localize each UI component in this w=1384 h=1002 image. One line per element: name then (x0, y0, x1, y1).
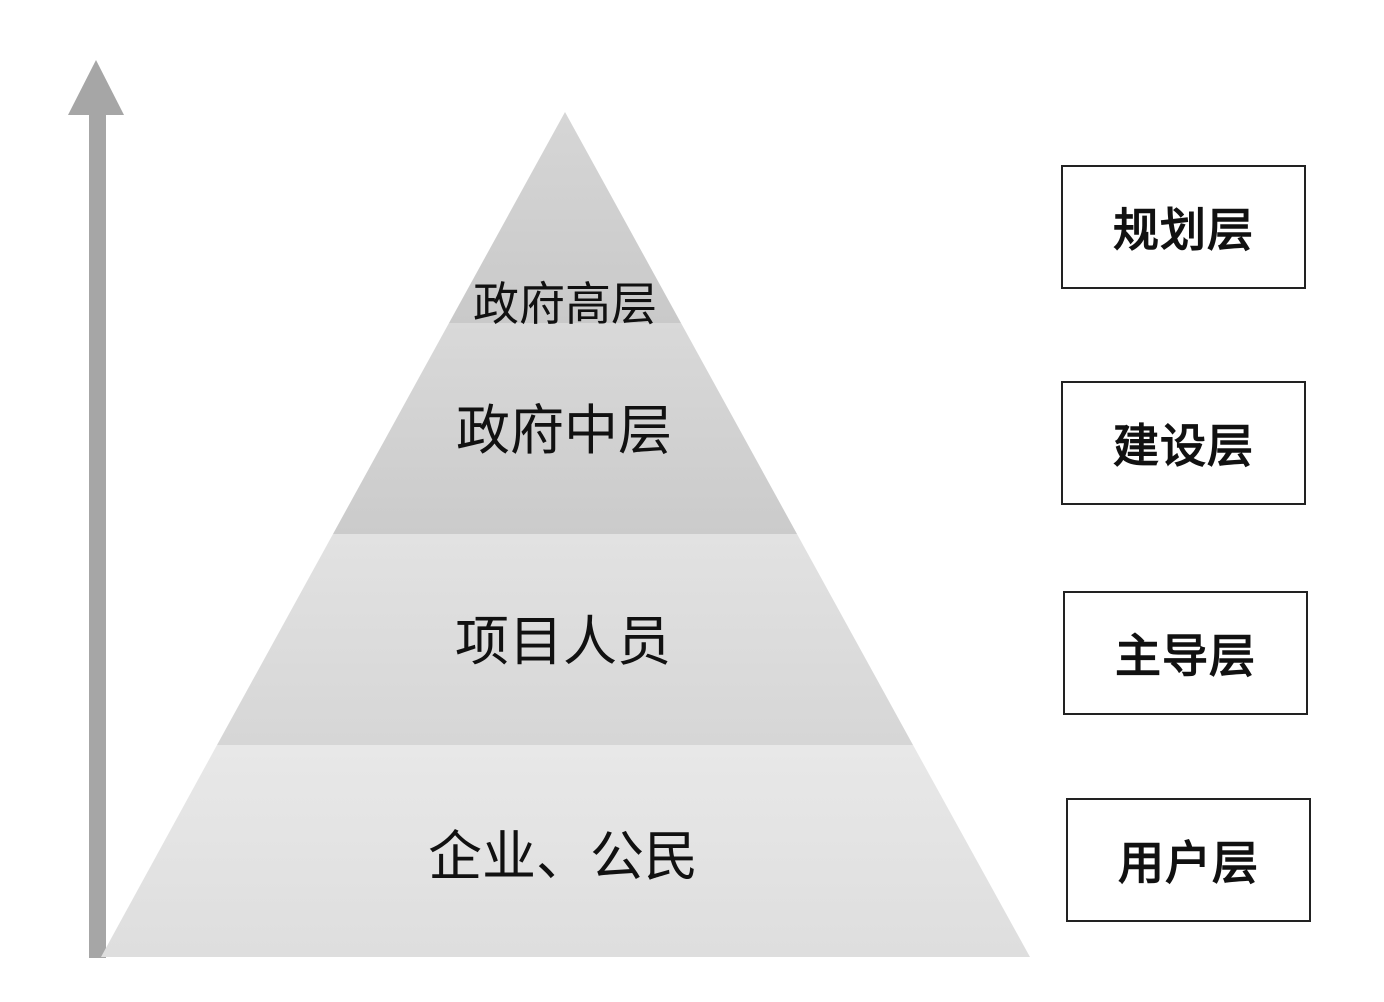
layer-box-construction: 建设层 (1061, 381, 1306, 505)
layer-box-user: 用户层 (1066, 798, 1311, 922)
upward-arrow-icon (68, 60, 124, 958)
tier-label-top: 政府高层 (473, 277, 657, 331)
layer-box-label: 规划层 (1113, 203, 1254, 257)
tier-label-third: 项目人员 (455, 610, 671, 673)
layer-box-label: 用户层 (1118, 836, 1259, 890)
pyramid-tier-second (333, 323, 797, 534)
tier-label-bottom: 企业、公民 (428, 825, 698, 888)
pyramid-tier-top (449, 112, 681, 323)
pyramid-tier-third (217, 534, 913, 745)
layer-box-leading: 主导层 (1063, 591, 1308, 715)
layer-box-label: 建设层 (1113, 419, 1254, 473)
tier-label-second: 政府中层 (456, 399, 672, 462)
layer-box-label: 主导层 (1115, 629, 1256, 683)
pyramid-tier-bottom (101, 745, 1030, 957)
layer-box-planning: 规划层 (1061, 165, 1306, 289)
